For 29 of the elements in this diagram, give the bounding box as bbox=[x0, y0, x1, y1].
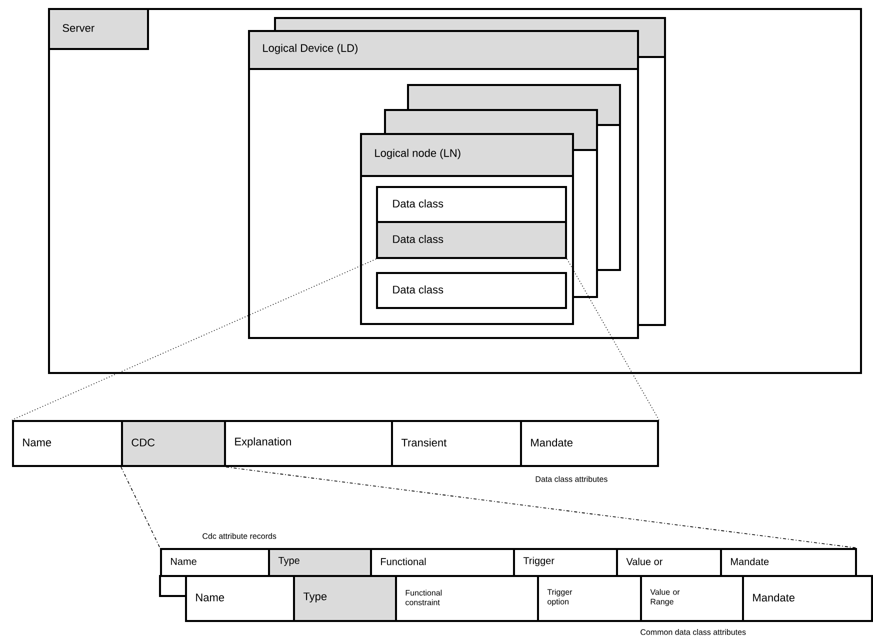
data-class-box: Data class bbox=[376, 221, 567, 259]
table-cell: CDC bbox=[121, 420, 226, 467]
data-class-box: Data class bbox=[376, 272, 567, 309]
table-cell: Trigger bbox=[513, 548, 618, 577]
caption: Data class attributes bbox=[536, 476, 608, 482]
table-cell: Name bbox=[12, 420, 123, 467]
table-cell: Value or bbox=[616, 548, 722, 577]
table-cell: Value or Range bbox=[640, 575, 744, 622]
caption: Common data class attributes bbox=[640, 629, 746, 635]
table-cell: Transient bbox=[391, 420, 522, 467]
zoom-line bbox=[566, 258, 660, 420]
zoom-line bbox=[12, 258, 376, 420]
table-cell: Explanation bbox=[224, 420, 393, 467]
table-cell: Name bbox=[185, 575, 295, 622]
table-cell: Mandate bbox=[720, 548, 857, 577]
table-cell: Trigger option bbox=[537, 575, 642, 622]
server-tab: Server bbox=[48, 8, 149, 50]
table-cell: Mandate bbox=[520, 420, 659, 467]
caption: Cdc attribute records bbox=[202, 533, 276, 539]
zoom-line bbox=[120, 466, 160, 548]
table-cell: Name bbox=[160, 548, 270, 577]
zoom-line bbox=[226, 466, 858, 548]
table-cell: Mandate bbox=[742, 575, 873, 622]
device-header: Logical Device (LD) bbox=[248, 30, 639, 70]
table-cell: Functional bbox=[370, 548, 515, 577]
table-cell: Type bbox=[293, 575, 397, 622]
node-header: Logical node (LN) bbox=[360, 133, 574, 177]
table-cell: Type bbox=[268, 548, 372, 577]
data-class-box: Data class bbox=[376, 186, 567, 223]
